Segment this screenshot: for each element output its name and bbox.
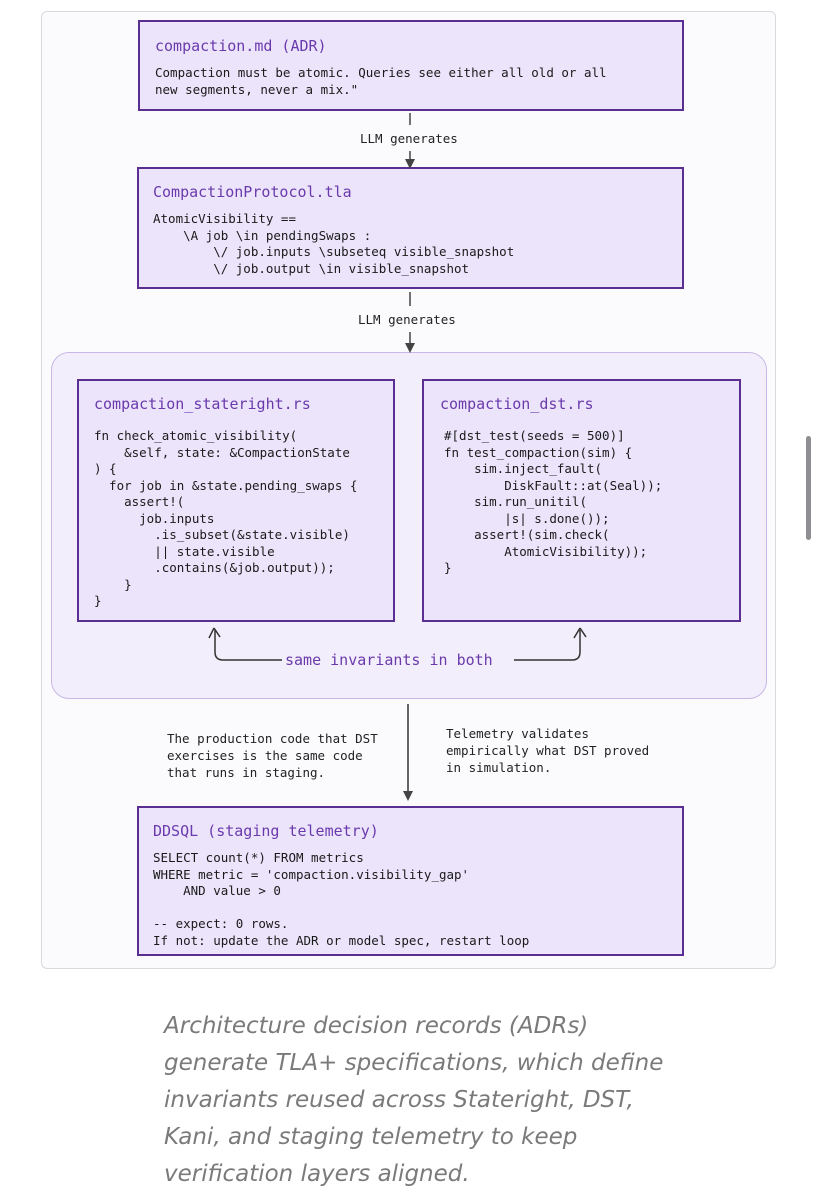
note-telemetry: Telemetry validates empirically what DST…	[446, 726, 650, 775]
dst-code: #[dst_test(seeds = 500)] fn test_compact…	[444, 428, 663, 575]
ddsql-code: SELECT count(*) FROM metrics WHERE metri…	[153, 850, 530, 948]
arrow-label-llm-generates-1: LLM generates	[360, 131, 458, 146]
tla-code: AtomicVisibility == \A job \in pendingSw…	[153, 211, 515, 276]
stateright-code: fn check_atomic_visibility( &self, state…	[94, 428, 358, 608]
adr-box: compaction.md (ADR) Compaction must be a…	[138, 20, 684, 111]
figure-caption: Architecture decision records (ADRs) gen…	[164, 1013, 664, 1187]
scrollbar-thumb[interactable]	[806, 436, 811, 540]
note-production-code: The production code that DST exercises i…	[167, 731, 378, 780]
stateright-title: compaction_stateright.rs	[94, 395, 311, 413]
invariants-label: same invariants in both	[283, 651, 495, 669]
dst-box: compaction_dst.rs #[dst_test(seeds = 500…	[422, 379, 741, 622]
arrow-invariants-bracket	[208, 627, 587, 661]
adr-text: Compaction must be atomic. Queries see e…	[155, 65, 607, 97]
tla-box: CompactionProtocol.tla AtomicVisibility …	[137, 167, 684, 289]
dst-title: compaction_dst.rs	[440, 395, 594, 413]
tla-title: CompactionProtocol.tla	[153, 183, 352, 201]
ddsql-title: DDSQL (staging telemetry)	[153, 822, 379, 840]
ddsql-box: DDSQL (staging telemetry) SELECT count(*…	[137, 806, 684, 956]
arrow-label-llm-generates-2: LLM generates	[358, 312, 456, 327]
adr-title: compaction.md (ADR)	[155, 37, 327, 55]
stateright-box: compaction_stateright.rs fn check_atomic…	[77, 379, 395, 622]
